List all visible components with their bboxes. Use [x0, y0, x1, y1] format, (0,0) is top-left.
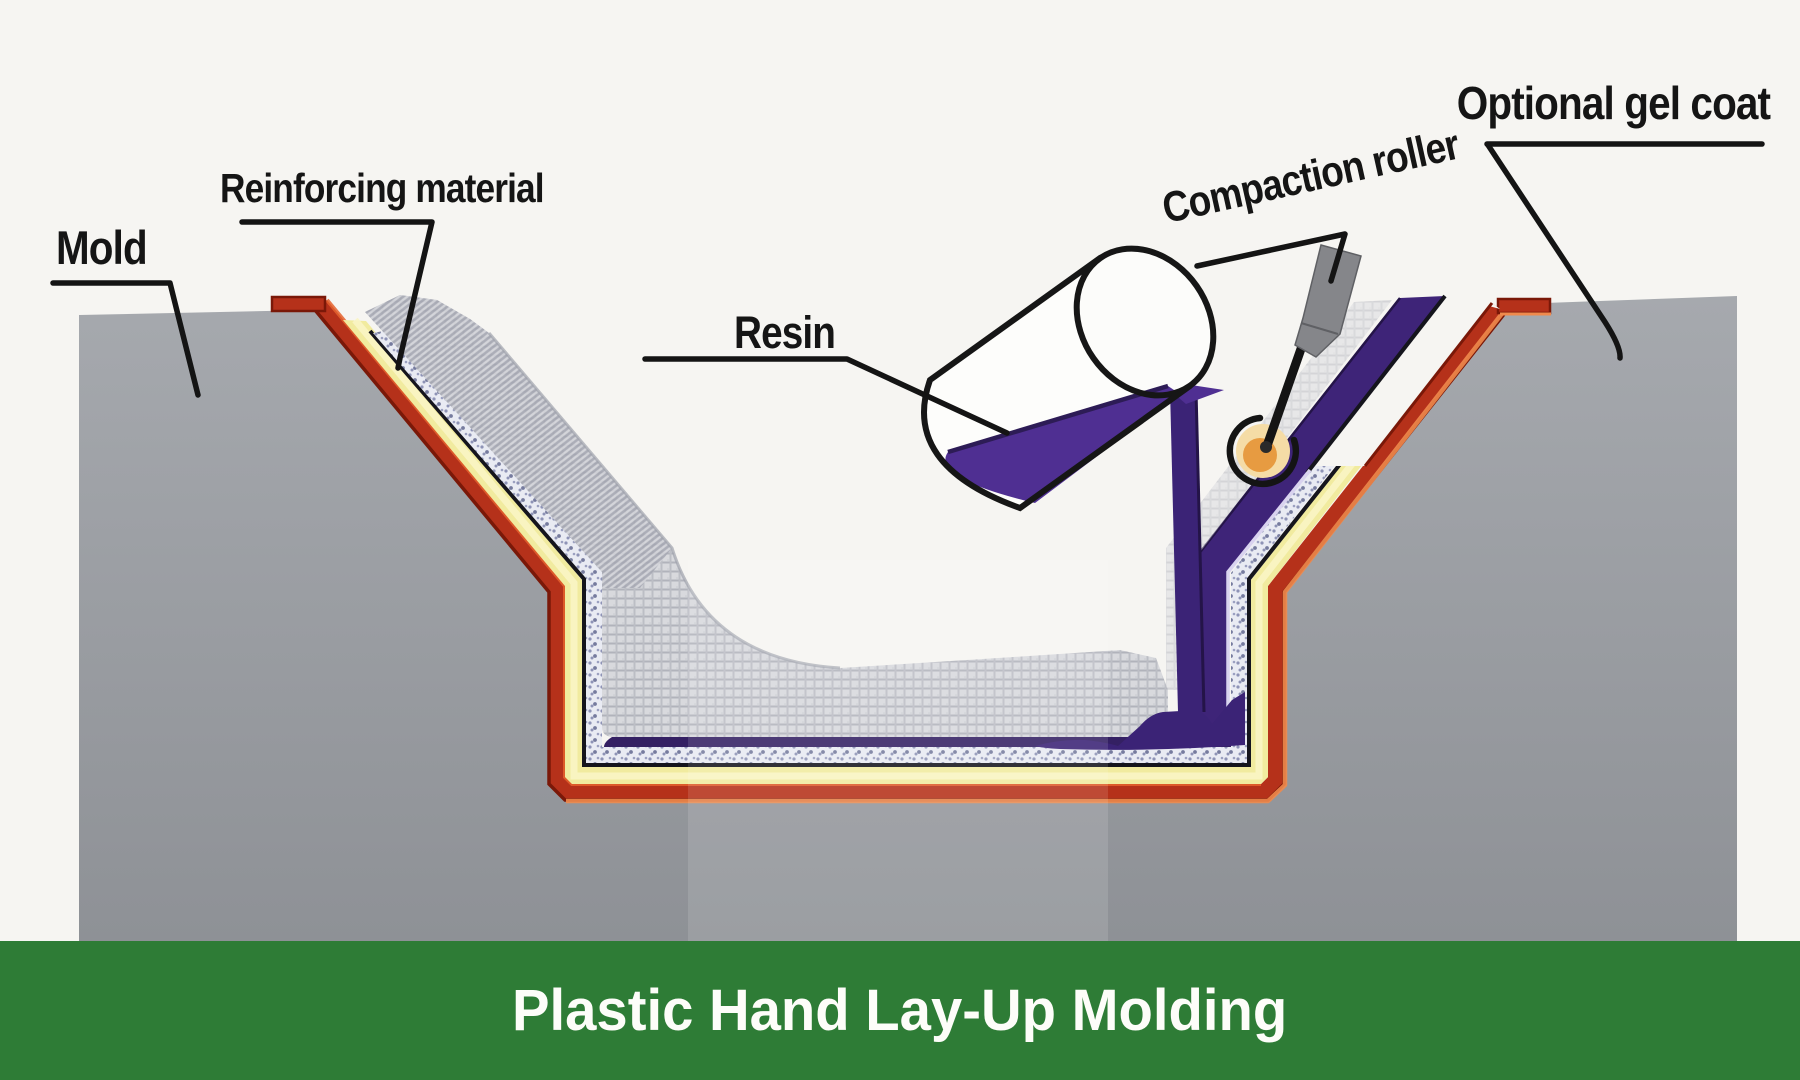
resin-stream	[1170, 389, 1204, 712]
container-rim-fill	[1076, 248, 1214, 396]
mold-pointer-line	[50, 280, 201, 398]
roller-rod	[1263, 341, 1307, 448]
reinforcing-fabric-slope-texture	[365, 295, 672, 588]
layer-outline	[368, 302, 1469, 767]
page-title: Plastic Hand Lay-Up Molding	[512, 978, 1288, 1043]
resin-laminate-layer	[1194, 296, 1445, 744]
roller-handle-notch	[1300, 322, 1339, 335]
label-optional-gel-coat: Optional gel coat	[1456, 77, 1771, 129]
resin-stream-edge	[1194, 389, 1206, 713]
resin-in-container	[945, 386, 1180, 503]
resin-laminate-sliver	[1226, 468, 1312, 744]
label-reinforcing-material: Reinforcing material	[220, 165, 545, 211]
gel-coat-inner-edge-right	[1363, 302, 1494, 467]
gel-coat-lip-right	[1496, 297, 1552, 315]
light-watermark-band	[688, 560, 1108, 941]
label-resin: Resin	[734, 307, 836, 358]
resin-pointer-line	[642, 356, 1010, 436]
roller-outline-arc	[1226, 414, 1300, 488]
roller-axle	[1260, 441, 1272, 453]
surface-tissue-highlight	[352, 315, 1469, 780]
laminate-liftoff-gap	[1310, 294, 1500, 466]
label-mold: Mold	[56, 221, 148, 274]
gel-coat-right-glow	[566, 309, 1506, 804]
gelcoat-pointer-line	[1485, 142, 1623, 361]
resin-pool	[1035, 692, 1245, 750]
roller-pointer-line	[1194, 231, 1348, 284]
resin-laminate-outer-outline	[1305, 294, 1447, 475]
resin-surface-line	[947, 383, 1169, 455]
roller-handle	[1294, 244, 1362, 358]
mold-body	[79, 296, 1737, 941]
reinforcing-pointer-line	[239, 219, 435, 371]
title-banner: Plastic Hand Lay-Up Molding	[0, 941, 1800, 1080]
gel-coat-lip-left	[270, 295, 327, 313]
reinforcing-fabric-inner-shade	[487, 332, 841, 670]
compaction-roller	[1226, 244, 1362, 488]
